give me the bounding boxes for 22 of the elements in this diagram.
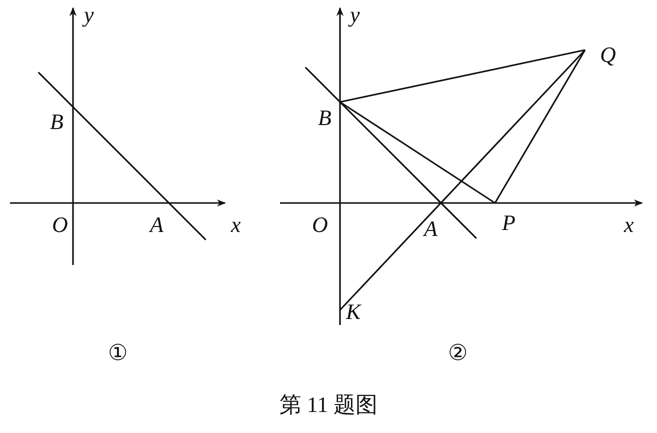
point-label: A bbox=[150, 214, 164, 236]
point-label: A bbox=[424, 201, 444, 240]
caption: 第 11 题图 bbox=[279, 392, 378, 417]
figure-number: ① bbox=[108, 341, 128, 365]
line-segment bbox=[339, 49, 586, 311]
line-segment bbox=[494, 50, 586, 204]
point-label: B bbox=[50, 111, 64, 133]
axis-label: y bbox=[350, 4, 360, 26]
line-segment bbox=[340, 101, 496, 204]
line-segment bbox=[38, 72, 206, 240]
point-label: Q bbox=[600, 44, 616, 66]
point-label: B bbox=[318, 107, 332, 129]
origin-label: O bbox=[312, 214, 328, 236]
point-label: P bbox=[502, 212, 516, 234]
origin-label: O bbox=[52, 214, 68, 236]
axis-label: x bbox=[231, 214, 241, 236]
line-segment bbox=[304, 66, 442, 204]
figure-number: ② bbox=[448, 341, 468, 365]
line-segment bbox=[340, 49, 586, 103]
axis-label: x bbox=[624, 214, 634, 236]
point-label: K bbox=[346, 301, 361, 323]
axis-label: y bbox=[84, 4, 94, 26]
